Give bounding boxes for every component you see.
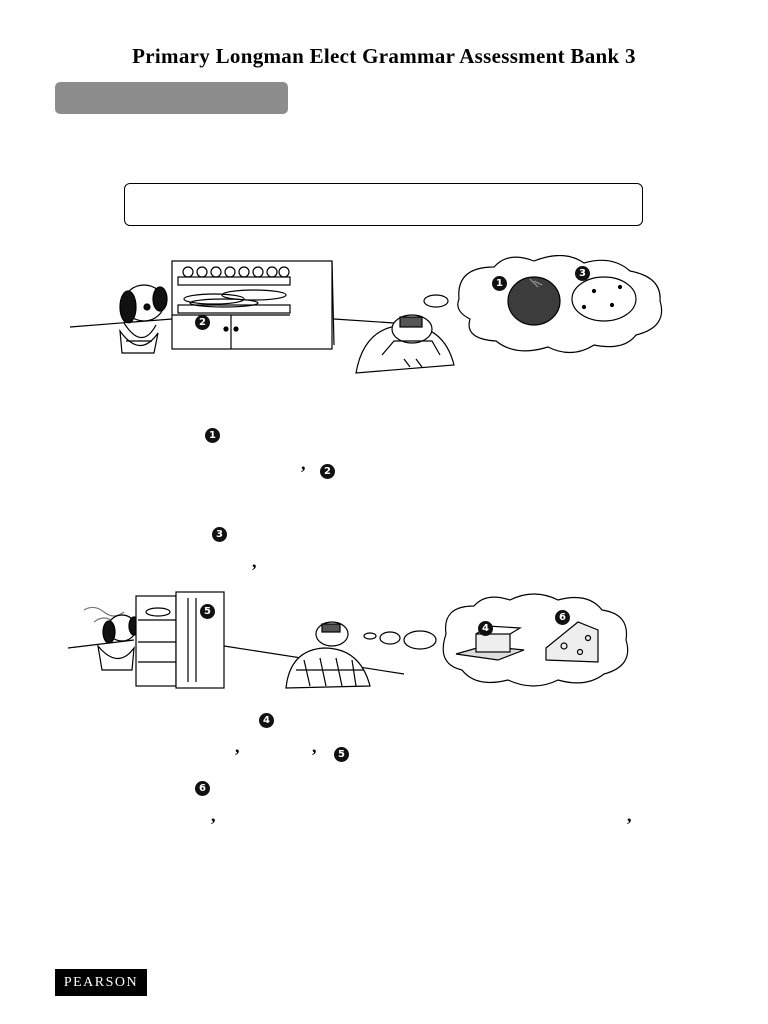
scene-one-illustration bbox=[64, 255, 674, 383]
marker-3-scene: 3 bbox=[575, 266, 590, 281]
comma: , bbox=[235, 736, 240, 756]
comma: , bbox=[301, 453, 306, 473]
marker-6-text: 6 bbox=[195, 781, 210, 796]
marker-5-scene: 5 bbox=[200, 604, 215, 619]
comma: , bbox=[312, 736, 317, 756]
marker-1-text: 1 bbox=[205, 428, 220, 443]
marker-4-scene: 4 bbox=[478, 621, 493, 636]
section-header-bar bbox=[55, 82, 288, 114]
publisher-logo: PEARSON bbox=[55, 969, 147, 996]
marker-3-text: 3 bbox=[212, 527, 227, 542]
word-bank-box bbox=[124, 183, 643, 226]
marker-2-scene: 2 bbox=[195, 315, 210, 330]
marker-4-text: 4 bbox=[259, 713, 274, 728]
marker-1-scene: 1 bbox=[492, 276, 507, 291]
marker-2-text: 2 bbox=[320, 464, 335, 479]
scene-two-illustration bbox=[64, 590, 644, 690]
comma: , bbox=[252, 551, 257, 571]
marker-6-scene: 6 bbox=[555, 610, 570, 625]
comma: , bbox=[211, 805, 216, 825]
page-title: Primary Longman Elect Grammar Assessment… bbox=[132, 44, 636, 68]
comma: , bbox=[627, 805, 632, 825]
marker-5-text: 5 bbox=[334, 747, 349, 762]
